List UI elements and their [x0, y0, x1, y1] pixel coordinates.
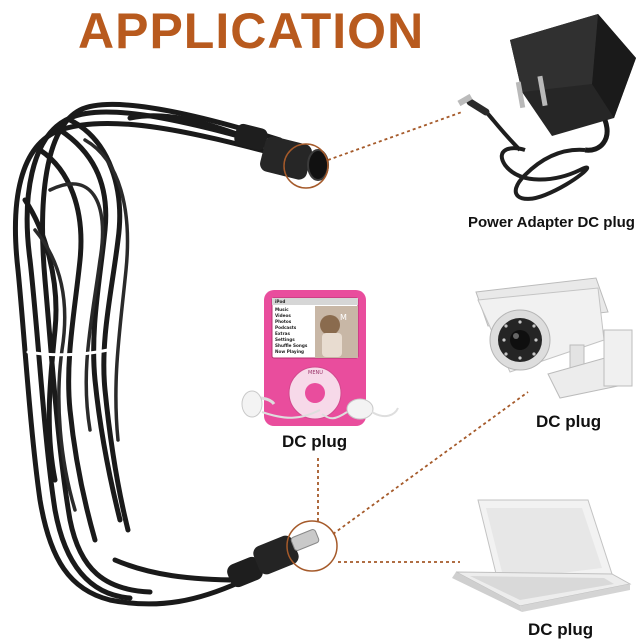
callout-lines — [317, 111, 529, 563]
female-dc-connector-icon — [234, 123, 329, 189]
page-title: APPLICATION — [78, 3, 425, 59]
svg-text:M: M — [340, 313, 347, 322]
power-adapter-label: Power Adapter DC plug — [468, 214, 635, 231]
ipod-menu-item: Shuffle Songs — [275, 343, 308, 348]
ipod-menu-item: Music — [275, 307, 289, 312]
power-adapter-icon — [457, 14, 636, 201]
laptop-dc-plug-label: DC plug — [528, 620, 594, 639]
ipod-menu-item: Podcasts — [275, 325, 297, 330]
ipod-menu-header: iPod — [275, 299, 285, 304]
ipod-menu-item: Photos — [275, 319, 292, 324]
ipod-icon: M iPod Music Videos Photos Podcasts Extr… — [264, 290, 366, 426]
earbuds-icon — [241, 390, 399, 420]
male-dc-connector-icon — [227, 520, 338, 588]
ipod-menu-item: Now Playing — [275, 349, 304, 354]
ipod-menu-item: Settings — [275, 337, 295, 342]
cable-icon — [12, 101, 303, 607]
security-camera-icon — [475, 277, 633, 399]
camera-dc-plug-label: DC plug — [536, 412, 602, 431]
laptop-icon — [452, 499, 632, 612]
ipod-menu-item: Videos — [275, 313, 291, 318]
ipod-wheel-menu-label: MENU — [308, 370, 323, 376]
ipod-dc-plug-label: DC plug — [282, 432, 348, 451]
ipod-menu-item: Extras — [275, 331, 290, 336]
